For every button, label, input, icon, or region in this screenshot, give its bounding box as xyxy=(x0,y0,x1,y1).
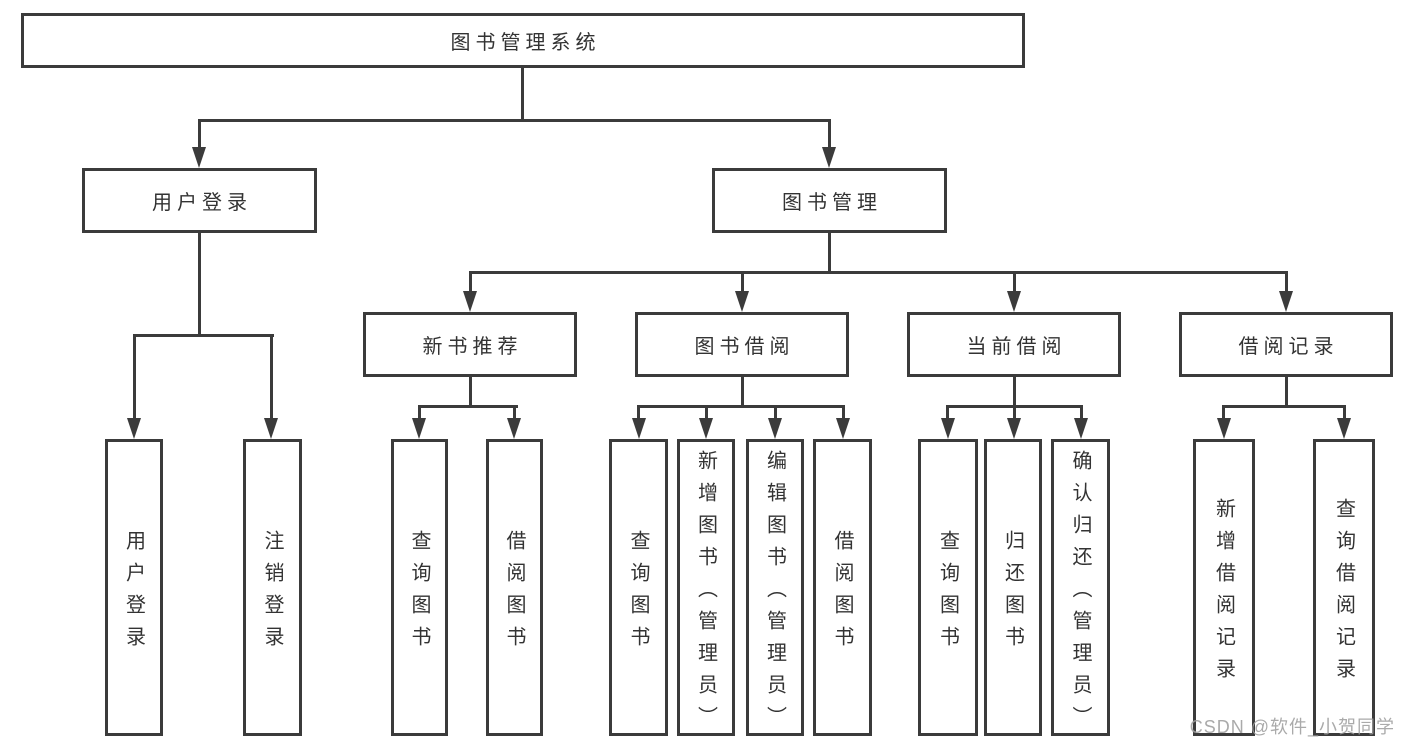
connector-line xyxy=(418,407,421,421)
leaf-user-login: 用户登录 xyxy=(105,439,163,736)
connector-line xyxy=(1285,377,1288,407)
node-book-borrow-label: 图书借阅 xyxy=(694,336,795,358)
leaf-return-book-label: 归还图书 xyxy=(1001,529,1024,658)
connector-arrowhead xyxy=(836,418,850,439)
connector-arrowhead xyxy=(941,418,955,439)
leaf-query-books-2-label: 查询图书 xyxy=(627,529,649,658)
node-user-login: 用户登录 xyxy=(82,168,317,233)
connector-line xyxy=(1343,407,1346,421)
leaf-query-books-3: 查询图书 xyxy=(918,439,978,736)
leaf-add-borrow-record: 新增借阅记录 xyxy=(1193,439,1255,736)
connector-line xyxy=(1013,377,1016,407)
connector-line xyxy=(133,334,274,337)
connector-arrowhead xyxy=(632,418,646,439)
leaf-logout: 注销登录 xyxy=(243,439,302,736)
leaf-edit-book-admin-label: 编辑图书（管理员） xyxy=(763,449,786,738)
leaf-borrow-books-2-label: 借阅图书 xyxy=(831,529,853,658)
node-new-book-recommend-label: 新书推荐 xyxy=(422,336,523,358)
connector-line xyxy=(637,407,640,421)
connector-line xyxy=(469,377,472,407)
leaf-query-books-3-label: 查询图书 xyxy=(936,529,959,658)
connector-line xyxy=(1222,407,1225,421)
connector-line xyxy=(946,407,949,421)
node-current-borrow-label: 当前借阅 xyxy=(966,336,1067,358)
connector-line xyxy=(637,405,845,408)
connector-line xyxy=(133,336,136,420)
leaf-add-book-admin-label: 新增图书（管理员） xyxy=(694,449,717,738)
connector-line xyxy=(946,405,1083,408)
leaf-add-borrow-record-label: 新增借阅记录 xyxy=(1212,497,1235,690)
leaf-query-books-1: 查询图书 xyxy=(391,439,448,736)
node-borrow-records-label: 借阅记录 xyxy=(1238,336,1339,358)
leaf-return-book: 归还图书 xyxy=(984,439,1042,736)
node-current-borrow: 当前借阅 xyxy=(907,312,1121,377)
connector-arrowhead xyxy=(1007,291,1021,312)
connector-arrowhead xyxy=(1279,291,1293,312)
connector-line xyxy=(1285,273,1288,293)
connector-arrowhead xyxy=(507,418,521,439)
connector-arrowhead xyxy=(192,147,206,168)
connector-arrowhead xyxy=(768,418,782,439)
node-root-label: 图书管理系统 xyxy=(450,32,601,54)
connector-line xyxy=(1080,407,1083,421)
connector-line xyxy=(198,233,201,337)
connector-arrowhead xyxy=(264,418,278,439)
leaf-add-book-admin: 新增图书（管理员） xyxy=(677,439,735,738)
connector-arrowhead xyxy=(412,418,426,439)
leaf-borrow-books-1-label: 借阅图书 xyxy=(503,529,525,658)
node-book-management: 图书管理 xyxy=(712,168,947,233)
connector-line xyxy=(270,336,273,420)
connector-line xyxy=(705,407,708,421)
leaf-confirm-return-admin-label: 确认归还（管理员） xyxy=(1069,449,1091,738)
connector-line xyxy=(513,407,516,421)
node-book-borrow: 图书借阅 xyxy=(635,312,849,377)
node-user-login-label: 用户登录 xyxy=(152,192,252,214)
connector-arrowhead xyxy=(735,291,749,312)
connector-arrowhead xyxy=(822,147,836,168)
connector-line xyxy=(1013,273,1016,293)
leaf-user-login-label: 用户登录 xyxy=(122,529,145,658)
connector-arrowhead xyxy=(1217,418,1231,439)
connector-line xyxy=(1222,405,1346,408)
connector-arrowhead xyxy=(1074,418,1088,439)
connector-arrowhead xyxy=(1337,418,1351,439)
connector-line xyxy=(521,68,524,121)
connector-arrowhead xyxy=(127,418,141,439)
leaf-query-borrow-record-label: 查询借阅记录 xyxy=(1332,497,1355,690)
node-borrow-records: 借阅记录 xyxy=(1179,312,1393,377)
connector-line xyxy=(1013,407,1016,421)
leaf-query-books-1-label: 查询图书 xyxy=(408,529,430,658)
connector-line xyxy=(774,407,777,421)
connector-line xyxy=(828,233,831,273)
node-book-management-label: 图书管理 xyxy=(782,192,882,214)
connector-line xyxy=(198,119,831,122)
leaf-query-books-2: 查询图书 xyxy=(609,439,668,736)
leaf-query-borrow-record: 查询借阅记录 xyxy=(1313,439,1375,736)
connector-arrowhead xyxy=(699,418,713,439)
connector-line xyxy=(469,273,472,293)
leaf-borrow-books-1: 借阅图书 xyxy=(486,439,543,736)
leaf-logout-label: 注销登录 xyxy=(261,529,283,658)
node-new-book-recommend: 新书推荐 xyxy=(363,312,577,377)
connector-line xyxy=(469,271,1288,274)
leaf-borrow-books-2: 借阅图书 xyxy=(813,439,872,736)
leaf-edit-book-admin: 编辑图书（管理员） xyxy=(746,439,804,738)
node-root: 图书管理系统 xyxy=(21,13,1025,68)
connector-arrowhead xyxy=(1007,418,1021,439)
connector-line xyxy=(741,377,744,407)
connector-line xyxy=(741,273,744,293)
connector-line xyxy=(198,120,201,150)
connector-line xyxy=(418,405,518,408)
connector-line xyxy=(828,120,831,150)
watermark: CSDN @软件_小贺同学 xyxy=(1189,717,1395,737)
connector-line xyxy=(842,407,845,421)
leaf-confirm-return-admin: 确认归还（管理员） xyxy=(1051,439,1110,738)
connector-arrowhead xyxy=(463,291,477,312)
